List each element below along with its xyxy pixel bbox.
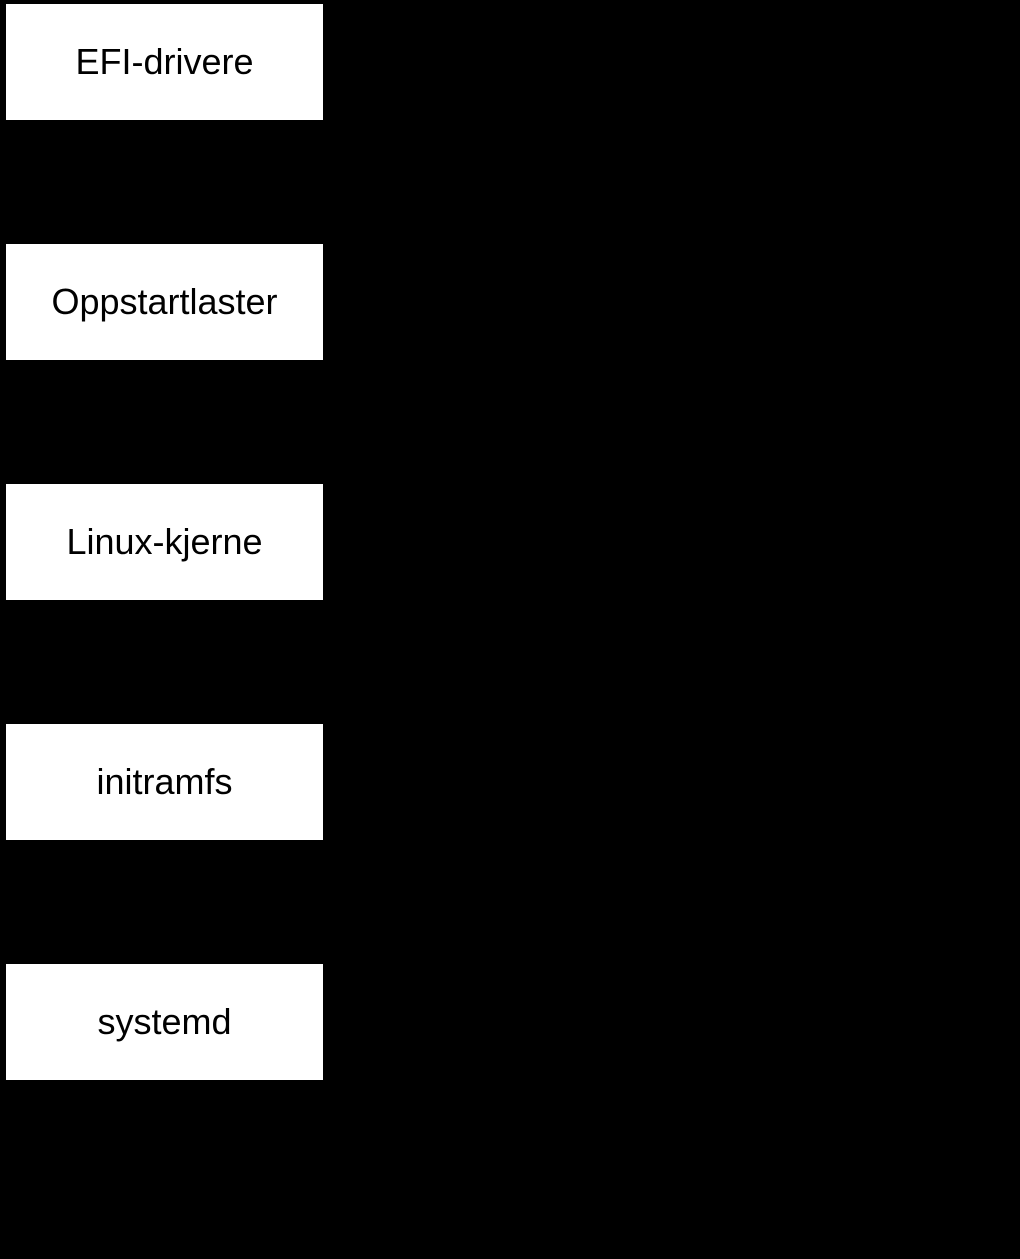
node-oppstartlaster: Oppstartlaster	[6, 244, 323, 360]
node-label-oppstartlaster: Oppstartlaster	[51, 281, 278, 322]
node-label-initramfs: initramfs	[96, 761, 233, 802]
node-label-linux-kjerne: Linux-kjerne	[66, 521, 263, 562]
node-initramfs: initramfs	[6, 724, 323, 840]
node-linux-kjerne: Linux-kjerne	[6, 484, 323, 600]
node-label-systemd: systemd	[97, 1001, 232, 1042]
node-systemd: systemd	[6, 964, 323, 1080]
node-efi-drivere: EFI-drivere	[6, 4, 323, 120]
node-label-efi-drivere: EFI-drivere	[75, 41, 254, 82]
